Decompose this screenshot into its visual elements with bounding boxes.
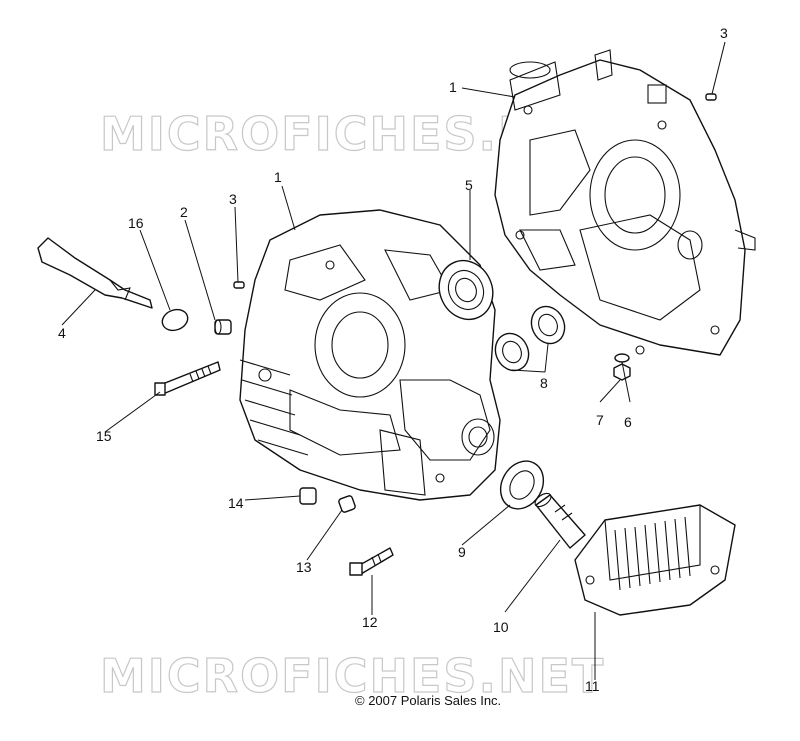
callout-2: 2 bbox=[180, 204, 188, 220]
fitting-10 bbox=[534, 492, 586, 549]
o-ring-16 bbox=[161, 308, 189, 332]
plug-14 bbox=[299, 487, 317, 505]
callout-3-left: 3 bbox=[229, 191, 237, 207]
plug-13 bbox=[338, 495, 356, 513]
gasket-9 bbox=[499, 460, 545, 510]
callout-4: 4 bbox=[58, 325, 66, 341]
callout-14: 14 bbox=[228, 495, 244, 511]
leader-lines bbox=[61, 41, 726, 680]
callout-10: 10 bbox=[493, 619, 509, 635]
callout-12: 12 bbox=[362, 614, 378, 630]
callout-1-left: 1 bbox=[274, 169, 282, 185]
washer-6 bbox=[614, 353, 630, 363]
copyright-text: © 2007 Polaris Sales Inc. bbox=[355, 693, 501, 708]
callout-15: 15 bbox=[96, 428, 112, 444]
watermark-bottom: MICROFICHES.NET bbox=[100, 649, 605, 703]
pin-3-left bbox=[233, 281, 245, 289]
regulator-11 bbox=[574, 504, 736, 616]
pin-3-right bbox=[705, 93, 717, 101]
crankcase-right-half bbox=[494, 49, 756, 356]
bearing-5 bbox=[438, 259, 494, 321]
callout-9: 9 bbox=[458, 544, 466, 560]
callout-8: 8 bbox=[540, 375, 548, 391]
callout-13: 13 bbox=[296, 559, 312, 575]
nut-7 bbox=[613, 363, 631, 381]
bearing-8-upper bbox=[530, 305, 566, 345]
callout-11: 11 bbox=[585, 678, 600, 694]
crankcase-left-half bbox=[239, 209, 501, 501]
callout-5: 5 bbox=[465, 177, 473, 193]
callout-7: 7 bbox=[596, 412, 604, 428]
callout-16: 16 bbox=[128, 215, 144, 231]
bolt-12 bbox=[349, 547, 394, 576]
bearing-8-lower bbox=[494, 332, 530, 372]
dowel-pin-2 bbox=[214, 319, 232, 335]
callout-6: 6 bbox=[624, 414, 632, 430]
bolt-15 bbox=[154, 361, 221, 396]
callout-1-right: 1 bbox=[449, 79, 457, 95]
dipstick-4 bbox=[37, 237, 153, 309]
callout-3-right: 3 bbox=[720, 25, 728, 41]
